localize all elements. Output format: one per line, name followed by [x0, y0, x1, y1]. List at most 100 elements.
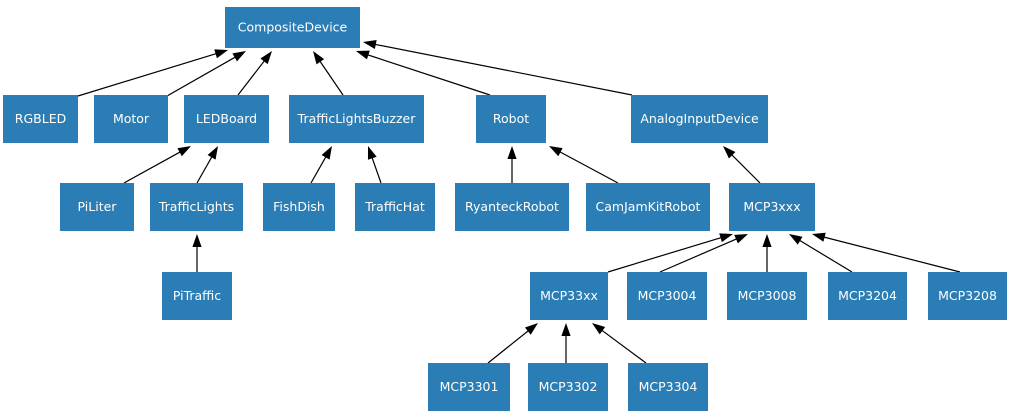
inheritance-edge: [507, 146, 517, 183]
class-node-traffichat[interactable]: TrafficHat: [355, 183, 435, 231]
class-node-mcp3304[interactable]: MCP3304: [628, 363, 708, 411]
class-node-trafficlights[interactable]: TrafficLights: [150, 183, 243, 231]
class-node-box[interactable]: [428, 363, 510, 411]
inheritance-edge: [561, 323, 571, 363]
class-node-box[interactable]: [727, 272, 807, 320]
inheritance-edge: [310, 146, 332, 184]
edge-line: [77, 52, 219, 97]
class-node-robot[interactable]: Robot: [476, 95, 546, 143]
class-node-box[interactable]: [828, 272, 907, 320]
edge-arrowhead: [232, 51, 246, 62]
edge-line: [797, 238, 853, 273]
edge-line: [318, 58, 344, 96]
inheritance-edge: [592, 323, 647, 364]
class-node-analoginputdevice[interactable]: AnalogInputDevice: [631, 95, 768, 143]
edge-layer: [77, 39, 961, 364]
edge-arrowhead: [812, 232, 826, 242]
class-node-mcp3008[interactable]: MCP3008: [727, 272, 807, 320]
class-node-mcp3004[interactable]: MCP3004: [627, 272, 707, 320]
class-node-box[interactable]: [729, 183, 815, 231]
class-node-camjamkitrobot[interactable]: CamJamKitRobot: [586, 183, 710, 231]
edge-line: [237, 58, 267, 96]
class-node-mcp3208[interactable]: MCP3208: [928, 272, 1007, 320]
class-node-mcp3204[interactable]: MCP3204: [828, 272, 907, 320]
class-node-mcp3302[interactable]: MCP3302: [528, 363, 608, 411]
edge-arrowhead: [207, 146, 218, 160]
class-node-compositedevice[interactable]: CompositeDevice: [225, 7, 360, 48]
edge-arrowhead: [177, 146, 191, 157]
edge-arrowhead: [549, 146, 563, 157]
class-node-mcp3xxx[interactable]: MCP3xxx: [729, 183, 815, 231]
inheritance-edge: [363, 39, 633, 96]
inheritance-edge: [487, 323, 538, 364]
edge-line: [821, 235, 961, 273]
class-node-box[interactable]: [162, 272, 232, 320]
class-node-ledboard[interactable]: LEDBoard: [184, 95, 269, 143]
class-node-ryantteckrobot[interactable]: RyanteckRobot: [455, 183, 569, 231]
edge-line: [196, 154, 214, 184]
edge-line: [729, 152, 761, 184]
edge-line: [557, 150, 619, 184]
edge-line: [372, 43, 633, 96]
inheritance-edge: [367, 146, 382, 184]
edge-arrowhead: [789, 234, 803, 245]
class-node-box[interactable]: [355, 183, 435, 231]
class-node-box[interactable]: [150, 183, 243, 231]
inheritance-edge: [192, 234, 202, 272]
class-node-box[interactable]: [263, 183, 335, 231]
class-node-motor[interactable]: Motor: [94, 95, 168, 143]
class-node-box[interactable]: [184, 95, 269, 143]
class-node-box[interactable]: [3, 95, 78, 143]
inheritance-edge: [77, 49, 228, 97]
class-node-box[interactable]: [455, 183, 569, 231]
edge-arrowhead: [507, 146, 517, 159]
class-node-trafficlightsbuzzer[interactable]: TrafficLightsBuzzer: [289, 95, 424, 143]
edge-arrowhead: [734, 234, 748, 244]
edge-arrowhead: [719, 233, 733, 243]
edge-line: [166, 55, 238, 97]
class-node-box[interactable]: [928, 272, 1007, 320]
edge-line: [487, 328, 531, 364]
edge-arrowhead: [367, 146, 377, 160]
class-node-mcp33xx[interactable]: MCP33xx: [530, 272, 608, 320]
edge-arrowhead: [592, 323, 606, 335]
edge-arrowhead: [561, 323, 571, 336]
class-node-box[interactable]: [627, 272, 707, 320]
inheritance-edge: [549, 146, 619, 184]
class-node-box[interactable]: [530, 272, 608, 320]
edge-arrowhead: [363, 39, 377, 50]
edge-arrowhead: [214, 49, 228, 59]
edge-line: [310, 154, 328, 184]
inheritance-edge: [762, 234, 772, 272]
edge-line: [659, 237, 740, 273]
edge-arrowhead: [260, 51, 272, 65]
class-node-box[interactable]: [60, 183, 134, 231]
edge-arrowhead: [192, 234, 202, 247]
inheritance-edge: [123, 146, 191, 184]
class-node-box[interactable]: [94, 95, 168, 143]
edge-arrowhead: [762, 234, 772, 247]
class-node-box[interactable]: [631, 95, 768, 143]
class-node-box[interactable]: [289, 95, 424, 143]
class-node-fishdish[interactable]: FishDish: [263, 183, 335, 231]
edge-arrowhead: [524, 323, 538, 335]
class-node-rgbled[interactable]: RGBLED: [3, 95, 78, 143]
inheritance-edge: [196, 146, 218, 184]
class-node-mcp3301[interactable]: MCP3301: [428, 363, 510, 411]
edge-arrowhead: [313, 51, 325, 65]
edge-arrowhead: [321, 146, 332, 160]
edge-line: [370, 155, 382, 184]
class-node-box[interactable]: [628, 363, 708, 411]
edge-line: [365, 53, 491, 96]
inheritance-edge: [313, 51, 344, 96]
class-node-piliter[interactable]: PiLiter: [60, 183, 134, 231]
class-node-box[interactable]: [586, 183, 710, 231]
class-node-box[interactable]: [528, 363, 608, 411]
edge-arrowhead: [723, 146, 736, 159]
class-node-box[interactable]: [476, 95, 546, 143]
class-node-box[interactable]: [225, 7, 360, 48]
class-node-pitraffic[interactable]: PiTraffic: [162, 272, 232, 320]
inheritance-edge: [659, 234, 748, 273]
